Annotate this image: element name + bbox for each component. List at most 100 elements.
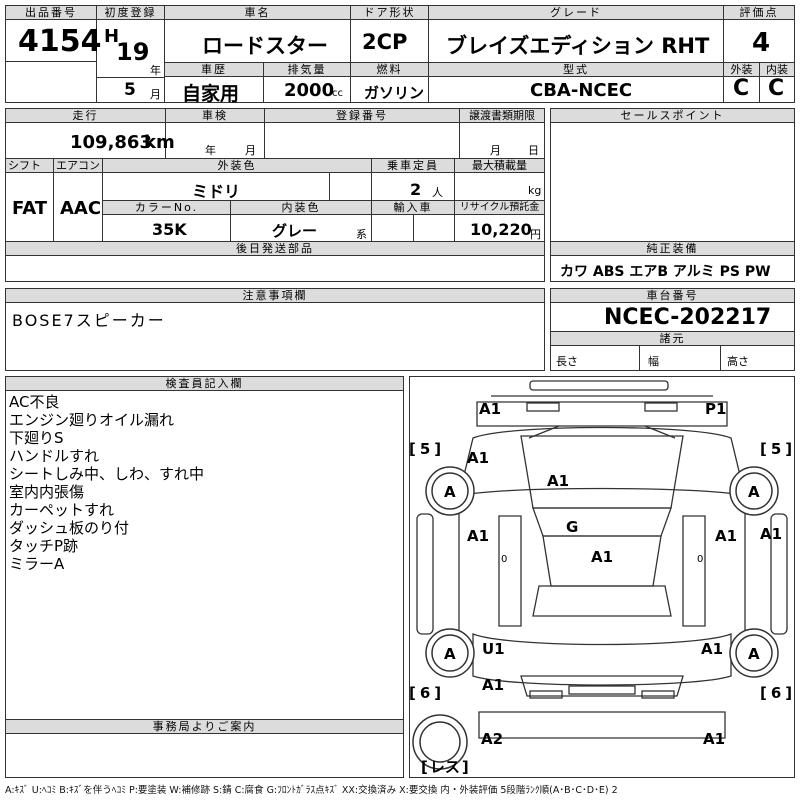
mark-fender-rr: A1 — [701, 640, 723, 658]
spare-label: [レス] — [421, 758, 469, 776]
reg-label: 初度登録 — [97, 6, 164, 20]
inspector-line: 室内内張傷 — [9, 483, 85, 501]
tire-rr-tread: [6] — [760, 684, 792, 702]
damage-legend: A:ｷｽﾞ U:ﾍｺﾐ B:ｷｽﾞを伴うﾍｺﾐ P:要塗装 W:補修跡 S:錆 … — [5, 785, 618, 796]
transfer-day-unit: 日 — [528, 144, 539, 157]
recycle-unit: 円 — [530, 228, 541, 241]
model-code: CBA-NCEC — [530, 80, 633, 101]
transfer-month-unit: 月 — [490, 144, 501, 157]
width-label: 幅 — [648, 355, 659, 368]
chassis-title: 車台番号 — [551, 289, 794, 303]
mark-wheel-fl: A — [444, 483, 456, 501]
recycle-label: リサイクル預託金 — [455, 201, 544, 215]
notes-box — [5, 288, 545, 371]
intcolor-label: 内装色 — [231, 201, 371, 215]
inspector-line: ハンドルすれ — [9, 447, 100, 465]
grade: ブレイズエディション RHT — [446, 34, 710, 58]
tire-rl-tread: [6] — [409, 684, 441, 702]
capacity: 2 — [410, 180, 422, 199]
mark-door-r-edge: A1 — [760, 525, 782, 543]
lot-label: 出品番号 — [6, 6, 96, 20]
transfer-label: 譲渡書類期限 — [460, 109, 544, 123]
inspector-title: 検査員記入欄 — [6, 377, 403, 391]
disp-unit: cc — [332, 88, 343, 99]
tire-fr-tread: [5] — [760, 440, 792, 458]
history-label: 車歴 — [165, 63, 263, 77]
height-label: 高さ — [727, 355, 749, 368]
score: 4 — [752, 28, 771, 58]
sales-point-box — [550, 108, 795, 282]
mark-windshield: G — [566, 518, 578, 536]
sales-point-title: セールスポイント — [551, 109, 794, 123]
insp-year-unit: 年 — [205, 144, 216, 157]
inspector-line: シートしみ中、しわ、すれ中 — [9, 465, 205, 483]
inspector-box — [5, 376, 404, 778]
ext-label: 外装 — [724, 63, 759, 77]
mark-fender-fl: A1 — [467, 449, 489, 467]
dims-title: 諸元 — [551, 332, 794, 346]
chassis-box — [550, 288, 795, 371]
equipment-items: カワ ABS エアB アルミ PS PW — [560, 264, 771, 280]
spec-block — [5, 108, 545, 282]
int-grade: C — [768, 76, 785, 101]
mark-door-r: A1 — [715, 527, 737, 545]
disp-label: 排気量 — [264, 63, 350, 77]
notes-title: 注意事項欄 — [6, 289, 544, 303]
inspector-line: カーペットすれ — [9, 501, 115, 519]
shift-label: シフト — [6, 159, 55, 173]
colorno-label: カラーNo. — [103, 201, 230, 215]
mark-wheel-fr: A — [748, 483, 760, 501]
ac-label: エアコン — [54, 159, 102, 173]
car-diagram-box — [409, 376, 795, 778]
lot-number: 4154 — [18, 24, 102, 59]
door-type: 2CP — [362, 30, 408, 54]
inspector-line: ミラーA — [9, 555, 65, 573]
model-label: 型式 — [429, 63, 723, 77]
inspector-notes: AC不良 エンジン廻りオイル漏れ 下廻りS ハンドルすれ シートしみ中、しわ、す… — [9, 393, 204, 573]
inspection-label: 車検 — [166, 109, 264, 123]
int-color: グレー — [272, 222, 318, 240]
mark-zero-left: 0 — [501, 554, 507, 565]
car-diagram: [5] [5] [6] [6] [レス] A1 P1 A1 A A1 A A1 … — [409, 380, 792, 776]
displacement: 2000 — [284, 80, 335, 101]
mileage-unit: km — [144, 132, 175, 153]
mark-door-l: A1 — [467, 527, 489, 545]
inspector-line: ダッシュ板のり付 — [9, 519, 130, 537]
later-parts-label: 後日発送部品 — [6, 242, 544, 256]
mark-rear-left: A2 — [481, 730, 503, 748]
load-unit: kg — [528, 184, 542, 197]
year-unit: 年 — [150, 64, 161, 77]
int-label: 内装 — [760, 63, 794, 77]
inspector-line: 下廻りS — [9, 429, 64, 447]
header-block — [5, 5, 795, 103]
car-name: ロードスター — [202, 34, 328, 58]
tire-fl-tread: [5] — [409, 440, 441, 458]
ext-grade: C — [733, 76, 750, 101]
mileage: 109,863 — [70, 132, 152, 153]
door-label: ドア形状 — [351, 6, 428, 20]
reg-year: 19 — [116, 38, 150, 66]
color-number: 35K — [152, 220, 187, 239]
load-label: 最大積載量 — [455, 159, 544, 173]
car-label: 車名 — [165, 6, 350, 20]
capacity-unit: 人 — [432, 186, 443, 199]
mark-zero-right: 0 — [697, 554, 703, 565]
notes-text: BOSE7スピーカー — [12, 311, 166, 330]
regnum-label: 登録番号 — [265, 109, 459, 123]
length-label: 長さ — [556, 355, 578, 368]
fuel-label: 燃料 — [351, 63, 428, 77]
mark-sill-rl: U1 — [482, 640, 505, 658]
inspector-line: AC不良 — [9, 393, 60, 411]
mark-rear-right: A1 — [703, 730, 725, 748]
mark-fender-rl: A1 — [482, 676, 504, 694]
mileage-label: 走行 — [6, 109, 165, 123]
era: H — [104, 26, 120, 47]
intcolor-unit: 系 — [356, 228, 367, 241]
month-unit: 月 — [150, 88, 161, 101]
grade-label: グレード — [429, 6, 723, 20]
mark-hood: A1 — [547, 472, 569, 490]
color-label: 外装色 — [103, 159, 371, 173]
mark-wheel-rr: A — [748, 645, 760, 663]
mark-front-left: A1 — [479, 400, 501, 418]
import-label: 輸入車 — [372, 201, 454, 215]
